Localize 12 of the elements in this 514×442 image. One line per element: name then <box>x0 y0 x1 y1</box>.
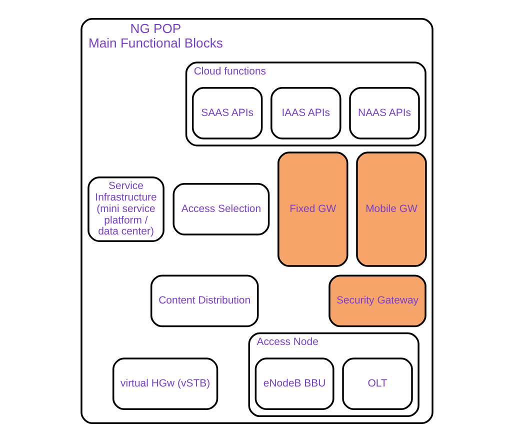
node-box: virtual HGw (vSTB) <box>112 358 218 410</box>
node-box: Access Selection <box>172 183 270 236</box>
node-box: eNodeB BBU <box>254 358 334 410</box>
node-box: IAAS APIs <box>270 86 342 140</box>
node-box: Fixed GW <box>278 152 348 267</box>
node-box: SAAS APIs <box>192 86 263 140</box>
node-box: Mobile GW <box>356 152 427 267</box>
node-box: Content Distribution <box>150 274 259 328</box>
node-box: NAAS APIs <box>349 86 420 140</box>
node-box: OLT <box>342 358 413 410</box>
node-box: Security Gateway <box>328 274 426 328</box>
node-box: Service Infrastructure (mini service platform / data center) <box>88 176 164 242</box>
